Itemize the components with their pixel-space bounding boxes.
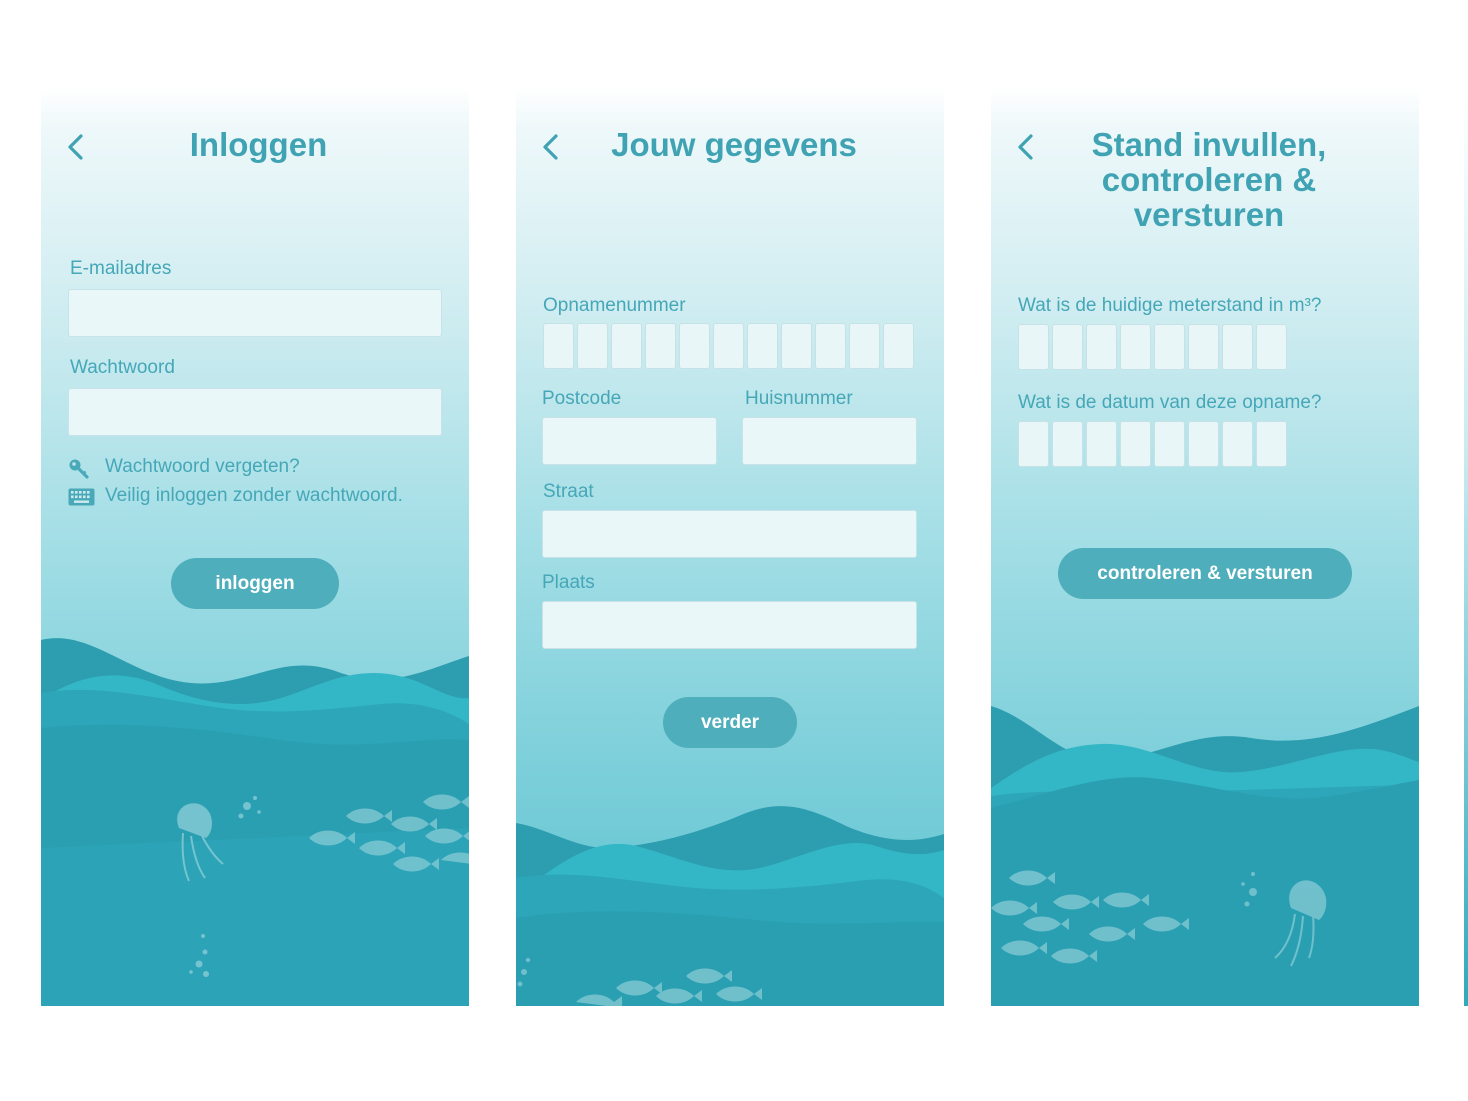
meter-reading-screen: Stand invullen, controleren & versturen … [991, 88, 1419, 1006]
postcode-label: Postcode [542, 388, 622, 409]
digit-box[interactable] [1188, 421, 1219, 467]
digit-box[interactable] [1154, 421, 1185, 467]
ocean-waves-illustration [516, 806, 944, 1006]
password-field[interactable] [68, 388, 442, 436]
digit-box[interactable] [1256, 324, 1287, 370]
email-label: E-mailadres [70, 258, 172, 279]
passwordless-login-link[interactable]: Veilig inloggen zonder wachtwoord. [105, 485, 403, 506]
digit-box[interactable] [1086, 324, 1117, 370]
digit-box[interactable] [1188, 324, 1219, 370]
digit-box[interactable] [543, 323, 574, 369]
digit-box[interactable] [1120, 421, 1151, 467]
digit-box[interactable] [1154, 324, 1185, 370]
page-title: Stand invullen, controleren & versturen [1059, 127, 1359, 232]
key-icon [69, 459, 89, 479]
digit-box[interactable] [747, 323, 778, 369]
digit-box[interactable] [577, 323, 608, 369]
login-screen: Inloggen E-mailadres Wachtwoord Wachtwoo… [41, 88, 469, 1006]
page-title: Inloggen [189, 126, 328, 163]
digit-box[interactable] [1018, 324, 1049, 370]
title-line: controleren & [1101, 161, 1317, 198]
meter-reading-label: Wat is de huidige meterstand in m³? [1018, 295, 1322, 316]
digit-box[interactable] [781, 323, 812, 369]
meter-reading-input[interactable] [1018, 324, 1287, 370]
title-line: Stand invullen, [1091, 126, 1327, 163]
login-button[interactable]: inloggen [171, 558, 339, 609]
email-field[interactable] [68, 289, 442, 337]
digit-box[interactable] [1086, 421, 1117, 467]
next-screen-edge [1464, 88, 1468, 1006]
postcode-field[interactable] [542, 417, 717, 465]
digit-box[interactable] [1052, 324, 1083, 370]
digit-box[interactable] [815, 323, 846, 369]
digit-box[interactable] [1222, 324, 1253, 370]
title-line: versturen [1133, 196, 1285, 233]
check-and-send-button[interactable]: controleren & versturen [1058, 548, 1352, 599]
plaats-field[interactable] [542, 601, 917, 649]
reading-date-input[interactable] [1018, 421, 1287, 467]
reading-date-label: Wat is de datum van deze opname? [1018, 392, 1322, 413]
back-arrow-icon[interactable] [540, 132, 562, 162]
opnamenummer-label: Opnamenummer [543, 295, 686, 316]
straat-field[interactable] [542, 510, 917, 558]
digit-box[interactable] [611, 323, 642, 369]
back-arrow-icon[interactable] [65, 132, 87, 162]
digit-box[interactable] [713, 323, 744, 369]
page-title: Jouw gegevens [611, 126, 857, 163]
plaats-label: Plaats [542, 572, 595, 593]
digit-box[interactable] [1256, 421, 1287, 467]
digit-box[interactable] [883, 323, 914, 369]
digit-box[interactable] [1120, 324, 1151, 370]
digit-box[interactable] [679, 323, 710, 369]
details-screen: Jouw gegevens Opnamenummer Postcode Huis… [516, 88, 944, 1006]
next-button[interactable]: verder [663, 697, 797, 748]
ocean-waves-illustration [991, 706, 1419, 1006]
back-arrow-icon[interactable] [1015, 132, 1037, 162]
digit-box[interactable] [1222, 421, 1253, 467]
forgot-password-link[interactable]: Wachtwoord vergeten? [105, 456, 300, 477]
huisnummer-field[interactable] [742, 417, 917, 465]
digit-box[interactable] [849, 323, 880, 369]
ocean-waves-illustration [41, 638, 469, 1006]
huisnummer-label: Huisnummer [745, 388, 853, 409]
keyboard-icon [68, 488, 95, 506]
digit-box[interactable] [1018, 421, 1049, 467]
digit-box[interactable] [645, 323, 676, 369]
straat-label: Straat [543, 481, 594, 502]
password-label: Wachtwoord [70, 357, 175, 378]
opnamenummer-input[interactable] [543, 323, 914, 369]
digit-box[interactable] [1052, 421, 1083, 467]
